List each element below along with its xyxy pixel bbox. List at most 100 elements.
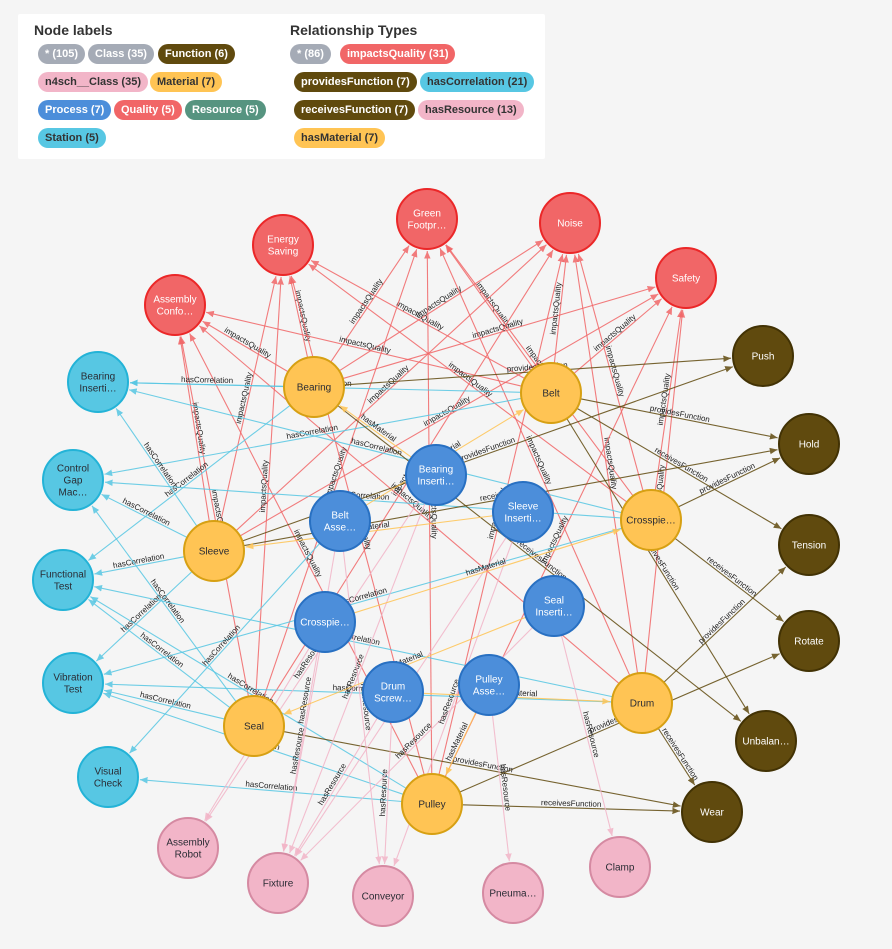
relationship-pill-hascorrelation[interactable]: hasCorrelation (21)	[420, 72, 535, 92]
edge-line[interactable]	[206, 310, 522, 387]
edge-line[interactable]	[338, 239, 544, 372]
node-circle[interactable]	[396, 188, 458, 250]
node-label-pill-station[interactable]: Station (5)	[38, 128, 106, 148]
edge-line[interactable]	[342, 285, 656, 380]
edge-line[interactable]	[657, 727, 696, 786]
node-circle[interactable]	[482, 862, 544, 924]
node-circle[interactable]	[247, 852, 309, 914]
edge-line[interactable]	[644, 309, 686, 674]
edge-line[interactable]	[202, 320, 289, 373]
edge-line[interactable]	[94, 556, 185, 576]
node-fixture[interactable]: Fixture	[247, 852, 309, 914]
edge-line[interactable]	[339, 405, 412, 458]
edge-line[interactable]	[263, 249, 418, 698]
node-pulley-assembly[interactable]: PulleyAsse…	[458, 654, 520, 716]
node-circle[interactable]	[732, 325, 794, 387]
edge-line[interactable]	[245, 515, 494, 550]
node-circle[interactable]	[681, 781, 743, 843]
edge-line[interactable]	[220, 276, 278, 522]
edge-line[interactable]	[381, 721, 393, 865]
edge-line[interactable]	[566, 418, 750, 715]
edge-impactsQuality[interactable]: impactsQuality	[177, 336, 210, 522]
edge-hasResource[interactable]: hasResource	[491, 714, 513, 862]
edge-line[interactable]	[580, 398, 778, 440]
node-drum-screw[interactable]: DrumScrew…	[362, 661, 424, 723]
node-label-pill-process[interactable]: Process (7)	[38, 100, 112, 120]
edge-hasCorrelation[interactable]: hasCorrelation	[139, 777, 403, 803]
node-rotate[interactable]: Rotate	[778, 610, 840, 672]
node-crosspiece-p[interactable]: Crosspie…	[294, 591, 356, 653]
node-circle[interactable]	[492, 481, 554, 543]
node-circle[interactable]	[523, 575, 585, 637]
edge-impactsQuality[interactable]: impactsQuality	[549, 254, 569, 364]
edge-line[interactable]	[663, 566, 787, 683]
node-control-gap[interactable]: ControlGapMac…	[42, 449, 104, 511]
node-circle[interactable]	[520, 362, 582, 424]
node-circle[interactable]	[283, 356, 345, 418]
node-circle[interactable]	[157, 817, 219, 879]
node-circle[interactable]	[778, 610, 840, 672]
node-circle[interactable]	[589, 836, 651, 898]
edge-line[interactable]	[577, 253, 644, 492]
relationship-pill-all[interactable]: * (86)	[290, 44, 331, 64]
edge-line[interactable]	[677, 457, 781, 508]
node-clamp[interactable]: Clamp	[589, 836, 651, 898]
edge-line[interactable]	[445, 711, 477, 776]
edge-line[interactable]	[139, 777, 403, 803]
edge-line[interactable]	[95, 571, 193, 662]
relationship-pill-providesfunction[interactable]: providesFunction (7)	[294, 72, 417, 92]
node-circle[interactable]	[352, 865, 414, 927]
node-circle[interactable]	[611, 672, 673, 734]
edge-line[interactable]	[283, 730, 681, 808]
edge-line[interactable]	[104, 688, 225, 720]
node-label-pill-quality[interactable]: Quality (5)	[114, 100, 182, 120]
edge-line[interactable]	[104, 397, 522, 477]
edge-line[interactable]	[205, 499, 420, 822]
node-pulley[interactable]: Pulley	[401, 773, 463, 835]
node-unbalance[interactable]: Unbalan…	[735, 710, 797, 772]
edge-line[interactable]	[654, 309, 684, 491]
node-circle[interactable]	[362, 661, 424, 723]
edge-line[interactable]	[294, 717, 378, 856]
node-drum[interactable]: Drum	[611, 672, 673, 734]
node-circle[interactable]	[42, 449, 104, 511]
node-assembly-comfort[interactable]: AssemblyConfo…	[144, 274, 206, 336]
edge-line[interactable]	[353, 528, 621, 614]
edge-line[interactable]	[553, 254, 569, 364]
relationship-pill-impactsquality[interactable]: impactsQuality (31)	[340, 44, 456, 64]
node-bearing[interactable]: Bearing	[283, 356, 345, 418]
node-wear[interactable]: Wear	[681, 781, 743, 843]
node-circle[interactable]	[309, 490, 371, 552]
edge-line[interactable]	[576, 407, 782, 530]
edge-line[interactable]	[115, 408, 198, 527]
node-circle[interactable]	[405, 444, 467, 506]
node-circle[interactable]	[458, 654, 520, 716]
relationship-pill-receivesfunction[interactable]: receivesFunction (7)	[294, 100, 415, 120]
edge-line[interactable]	[572, 254, 639, 674]
edge-impactsQuality[interactable]: impactsQuality	[338, 239, 544, 372]
node-belt-assembly[interactable]: BeltAsse…	[309, 490, 371, 552]
node-circle[interactable]	[655, 247, 717, 309]
edge-line[interactable]	[103, 527, 623, 676]
edge-line[interactable]	[129, 542, 321, 754]
node-label-pill-class[interactable]: Class (35)	[88, 44, 154, 64]
node-circle[interactable]	[42, 652, 104, 714]
node-circle[interactable]	[144, 274, 206, 336]
edge-line[interactable]	[560, 634, 614, 837]
edge-line[interactable]	[88, 598, 231, 709]
edge-hasCorrelation[interactable]: hasCorrelation	[101, 493, 188, 538]
node-circle[interactable]	[735, 710, 797, 772]
node-label-pill-function[interactable]: Function (6)	[158, 44, 235, 64]
node-label-pill-material[interactable]: Material (7)	[150, 72, 223, 92]
node-circle[interactable]	[778, 413, 840, 475]
edge-impactsQuality[interactable]: impactsQuality	[310, 259, 526, 379]
node-tension[interactable]: Tension	[778, 514, 840, 576]
node-sleeve[interactable]: Sleeve	[183, 520, 245, 582]
node-hold[interactable]: Hold	[778, 413, 840, 475]
edge-line[interactable]	[337, 405, 742, 722]
edge-line[interactable]	[101, 493, 188, 538]
